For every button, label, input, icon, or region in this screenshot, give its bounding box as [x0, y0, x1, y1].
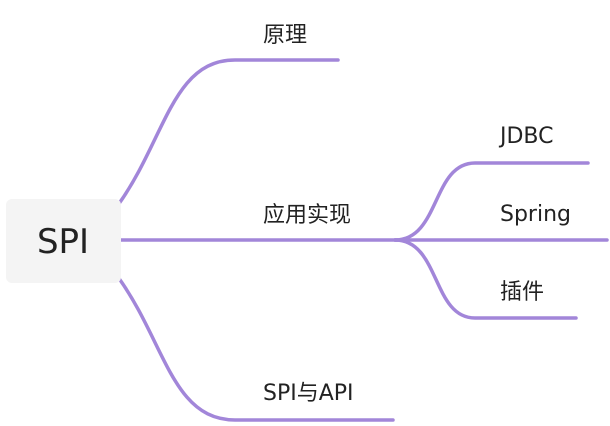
topic-principle-label: 原理	[263, 23, 307, 48]
subtopic-spring-label: Spring	[500, 202, 571, 227]
edge-root-to-principle	[116, 58, 340, 207]
edge-root-to-spi-vs-api	[116, 275, 395, 422]
subtopic-jdbc-label: JDBC	[498, 124, 554, 149]
root-node: SPI	[6, 199, 121, 283]
edges	[116, 58, 609, 422]
subtopic-plugin-label: 插件	[500, 280, 544, 305]
edge-application-to-jdbc	[393, 161, 590, 242]
topic-spi-vs-api-label: SPI与API	[263, 381, 354, 406]
topic-application-label: 应用实现	[263, 203, 351, 228]
root-node-label: SPI	[37, 222, 89, 262]
edge-application-to-plugin	[393, 238, 578, 320]
root-node-box	[6, 199, 121, 283]
